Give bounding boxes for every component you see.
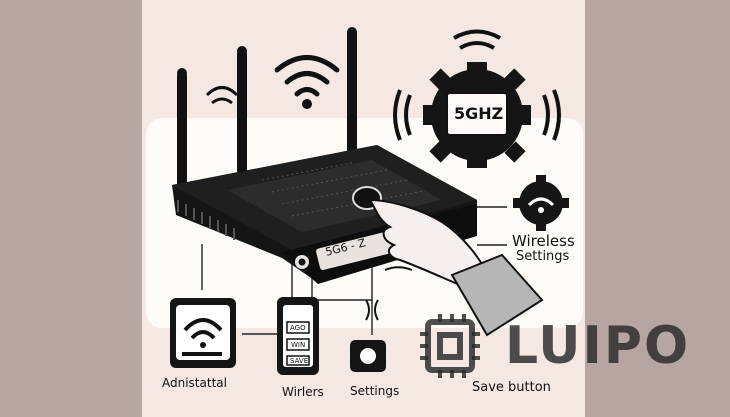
signal-arcs [393,29,561,141]
antennas [177,27,357,190]
watermark-text: LUIPO [505,316,691,376]
right-margin [585,0,730,417]
wifi-icon [274,55,340,97]
gear-icon [423,62,531,168]
admin-device-icon [170,298,236,368]
wireless-settings-gear-icon [513,175,569,231]
device-wireless-label: Wirlers [282,385,324,399]
panel-button-win: WIN [291,341,306,349]
panel-button-ago: AGO [290,324,306,332]
panel-button-save: SAVE [290,357,309,365]
illustration-canvas: 5GHZ Wireless Settings 5G6 - Z Adnistatt… [142,0,585,417]
left-margin [0,0,142,417]
freq-display-label: 5GHZ [454,104,504,123]
wireless-settings-label-line2: Settings [516,249,570,264]
device-admin-label: Adnistattal [162,376,227,390]
save-button-label: Save button [472,380,551,395]
wireless-settings-label-line1: Wireless [512,232,575,250]
hand-icon [367,198,544,337]
device-settings-label: Settings [350,384,400,398]
router-illustration [170,27,569,375]
wifi-icon-small [205,86,239,105]
wireless-device-icon [277,297,319,375]
settings-device-icon [350,299,386,372]
